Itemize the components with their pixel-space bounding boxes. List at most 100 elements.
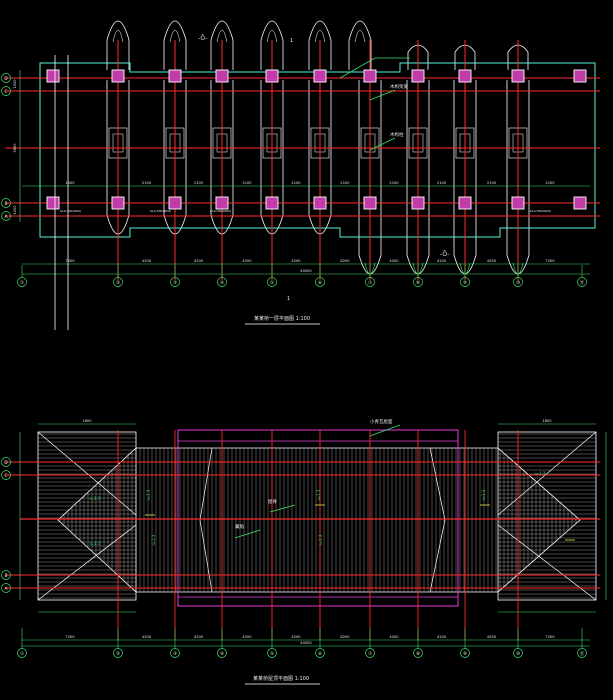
roof-axis-number: ⑪ <box>580 650 585 657</box>
plan-dim-bottom-4: 4200 <box>242 259 252 263</box>
plan-axis-number: ② <box>116 280 120 286</box>
roof-title: 某某桥屋顶平面图 1:100 <box>253 675 309 682</box>
plan-dim-left-2: 3600 <box>13 143 17 153</box>
column-5-2 <box>265 196 279 210</box>
column-5-1 <box>265 69 279 83</box>
pier-upper-2 <box>163 20 187 70</box>
roof-axis-bubble <box>365 648 375 658</box>
plan-dim-top-10: 2100 <box>545 181 555 185</box>
plan-row-label: B <box>4 201 7 207</box>
column-4-1 <box>215 69 229 83</box>
column-9-2 <box>458 196 472 210</box>
pier-upper-1 <box>106 20 130 70</box>
plan-axis-bubble <box>17 277 27 287</box>
plan-dim-bottom-1: 7200 <box>65 259 75 263</box>
pier-upper-inner-2 <box>169 29 181 43</box>
plan-axis-number: ⑥ <box>318 280 322 286</box>
roof-magenta-frame <box>177 429 459 607</box>
pier-upper-inner-1 <box>112 29 124 43</box>
roof-axis-number: ⑩ <box>516 651 520 657</box>
plan-dim-bottom-7: 4200 <box>389 259 399 263</box>
plan-dim-left-1: 1000 <box>13 79 17 89</box>
roof-row-bubble <box>1 470 11 480</box>
roof-axis-number: ① <box>20 651 24 657</box>
plan-axis-number: ⑨ <box>463 280 467 286</box>
roof-row-label: D <box>4 460 8 466</box>
plan-axis-number: ⑤ <box>270 280 274 286</box>
roof-notes: 小青瓦屋面 屋脊 翼角 <box>234 418 401 539</box>
roof-axis-number: ⑨ <box>463 651 467 657</box>
plan-note-1: 木构架梁 <box>390 83 408 90</box>
roof-slope-8: i=1:3 <box>535 471 546 476</box>
roof-axis-bubble <box>17 648 27 658</box>
roof-axis-bubble <box>217 648 227 658</box>
roof-slope-5: i=1:3 <box>316 489 321 500</box>
plan-dim-top-1: 1000 <box>65 181 75 185</box>
plan-dim-bottom-3: 4200 <box>194 259 204 263</box>
plan-title: 某某桥一层平面图 1:100 <box>254 315 310 322</box>
plan-axis-number: ⑦ <box>368 280 372 286</box>
roof-axis-bubble <box>460 648 470 658</box>
plan-row-label: A <box>4 214 8 220</box>
plan-axis-bubble <box>413 277 423 287</box>
plan-section-mark: 1 <box>290 38 293 44</box>
plan-deck-tag-2: KL1(300x600) <box>150 209 171 213</box>
plan-axis-bubble <box>170 277 180 287</box>
plan-row-bubble <box>1 73 11 83</box>
roof-dim-bottom-7: 4200 <box>389 635 399 639</box>
plan-dim-top-9: 2100 <box>487 181 497 185</box>
column-7-1 <box>363 69 377 83</box>
plan-axis-bubble <box>513 277 523 287</box>
plan-dim-bottom-10: 7200 <box>545 259 555 263</box>
column-6-1 <box>313 69 327 83</box>
roof-left-hatch <box>38 433 136 599</box>
column-1-1 <box>46 69 60 83</box>
plan-row-bubble <box>1 86 11 96</box>
roof-dim-bottom-2: 4200 <box>142 635 152 639</box>
plan-axis-number: ③ <box>173 280 177 286</box>
roof-note-1: 小青瓦屋面 <box>370 418 393 425</box>
column-10-1 <box>511 69 525 83</box>
roof-dim-bottom-8: 4200 <box>437 635 447 639</box>
column-2-1 <box>111 69 125 83</box>
roof-slope-3: i=1:3 <box>146 489 151 500</box>
roof-row-bubble <box>1 583 11 593</box>
roof-dim-bottom-5: 4200 <box>291 635 301 639</box>
plan-north-mark: -Ô- <box>198 35 207 42</box>
roof-note-2: 屋脊 <box>268 498 277 505</box>
roof-axis-bubble <box>170 648 180 658</box>
roof-row-bubble <box>1 457 11 467</box>
pier-upper-inner-3 <box>216 29 228 43</box>
plan-axis-number: ① <box>20 280 24 286</box>
roof-slope-1: i=1:3 <box>90 496 101 501</box>
plan-row-bubble <box>1 211 11 221</box>
roof-slope-2: i=1:3 <box>90 541 101 546</box>
roof-row-label: A <box>4 586 8 592</box>
roof-axis-bubble <box>315 648 325 658</box>
plan-axis-number: ⑩ <box>516 280 520 286</box>
column-9-1 <box>458 69 472 83</box>
plan-dim-bottom-8: 4200 <box>437 259 447 263</box>
plan-dim-top-4: 2100 <box>242 181 252 185</box>
plan-dim-total: 40000 <box>300 269 312 273</box>
roof-row-label: C <box>4 473 7 479</box>
pier-upper-4 <box>260 20 284 70</box>
plan-deck-tag-1: KL1(300x600) <box>60 209 81 213</box>
pier-upper-inner-6 <box>354 29 366 43</box>
plan-dim-top-3: 2100 <box>194 181 204 185</box>
roof-dim-bottom-9: 4200 <box>487 635 497 639</box>
roof-right-end <box>497 431 597 601</box>
column-8-2 <box>411 196 425 210</box>
column-3-1 <box>168 69 182 83</box>
plan-south-mark: -Ô- <box>440 251 449 258</box>
roof-note-3: 翼角 <box>235 523 244 530</box>
plan-axis-bubble <box>267 277 277 287</box>
plan-axis-bubble <box>460 277 470 287</box>
roof-main-outline <box>57 447 581 593</box>
roof-axis-number: ② <box>116 651 120 657</box>
plan-dim-top-5: 2100 <box>291 181 301 185</box>
